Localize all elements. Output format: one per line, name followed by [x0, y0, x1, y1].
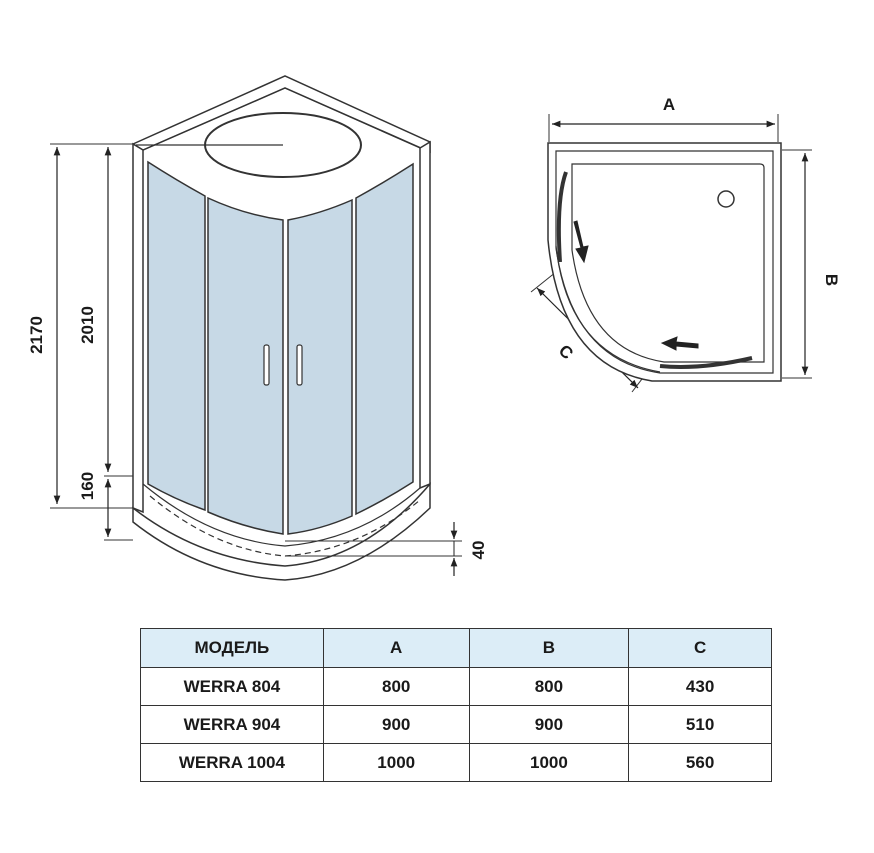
- dim-label-40: 40: [469, 541, 488, 560]
- door-slide-arrow-left-icon: [660, 336, 699, 351]
- table-header-row: МОДЕЛЬ A B C: [140, 628, 772, 668]
- table-cell: 1000: [468, 743, 630, 782]
- table-cell: 800: [468, 667, 630, 706]
- plan-basin: [571, 163, 765, 363]
- table-header-cell: B: [468, 628, 630, 668]
- glass-panel-right-fixed: [355, 162, 414, 516]
- door-slide-arrow-down-icon: [573, 220, 589, 264]
- shower-plan-drawing: A B C: [530, 95, 841, 393]
- dim-label-2170: 2170: [27, 316, 46, 354]
- model-dimensions-table: МОДЕЛЬ A B C WERRA 804 800 800 430 WERRA…: [140, 628, 772, 782]
- table-cell: 430: [628, 667, 772, 706]
- dim-label-b: B: [822, 274, 841, 286]
- table-cell: WERRA 804: [140, 667, 324, 706]
- table-header-cell: A: [322, 628, 470, 668]
- table-cell: 1000: [322, 743, 470, 782]
- table-row: WERRA 904 900 900 510: [140, 705, 772, 744]
- glass-panel-left-fixed: [147, 160, 206, 512]
- table-cell: 900: [468, 705, 630, 744]
- glass-door-left: [207, 196, 284, 535]
- glass-door-right: [287, 198, 353, 535]
- dim-label-160: 160: [78, 472, 97, 500]
- dim-label-c: C: [555, 341, 577, 363]
- table-cell: 900: [322, 705, 470, 744]
- table-cell: 800: [322, 667, 470, 706]
- table-row: WERRA 1004 1000 1000 560: [140, 743, 772, 782]
- dim-label-2010: 2010: [78, 306, 97, 344]
- roof-edge: [142, 87, 421, 151]
- shower-elevation-drawing: 2170 2010 160 40: [27, 75, 488, 581]
- table-cell: WERRA 904: [140, 705, 324, 744]
- dim-label-a: A: [663, 95, 675, 114]
- tray-top-edge: [142, 483, 421, 547]
- table-header-cell: C: [628, 628, 772, 668]
- table-cell: 510: [628, 705, 772, 744]
- table-cell: WERRA 1004: [140, 743, 324, 782]
- sliding-door-bottom: [659, 356, 753, 369]
- door-handle-left: [263, 344, 270, 386]
- door-curve: [555, 245, 661, 373]
- drain-icon: [717, 190, 735, 208]
- table-header-cell: МОДЕЛЬ: [140, 628, 324, 668]
- sliding-door-left: [556, 171, 568, 263]
- door-handle-right: [296, 344, 303, 386]
- table-cell: 560: [628, 743, 772, 782]
- table-row: WERRA 804 800 800 430: [140, 667, 772, 706]
- cabin-frame: [132, 142, 144, 514]
